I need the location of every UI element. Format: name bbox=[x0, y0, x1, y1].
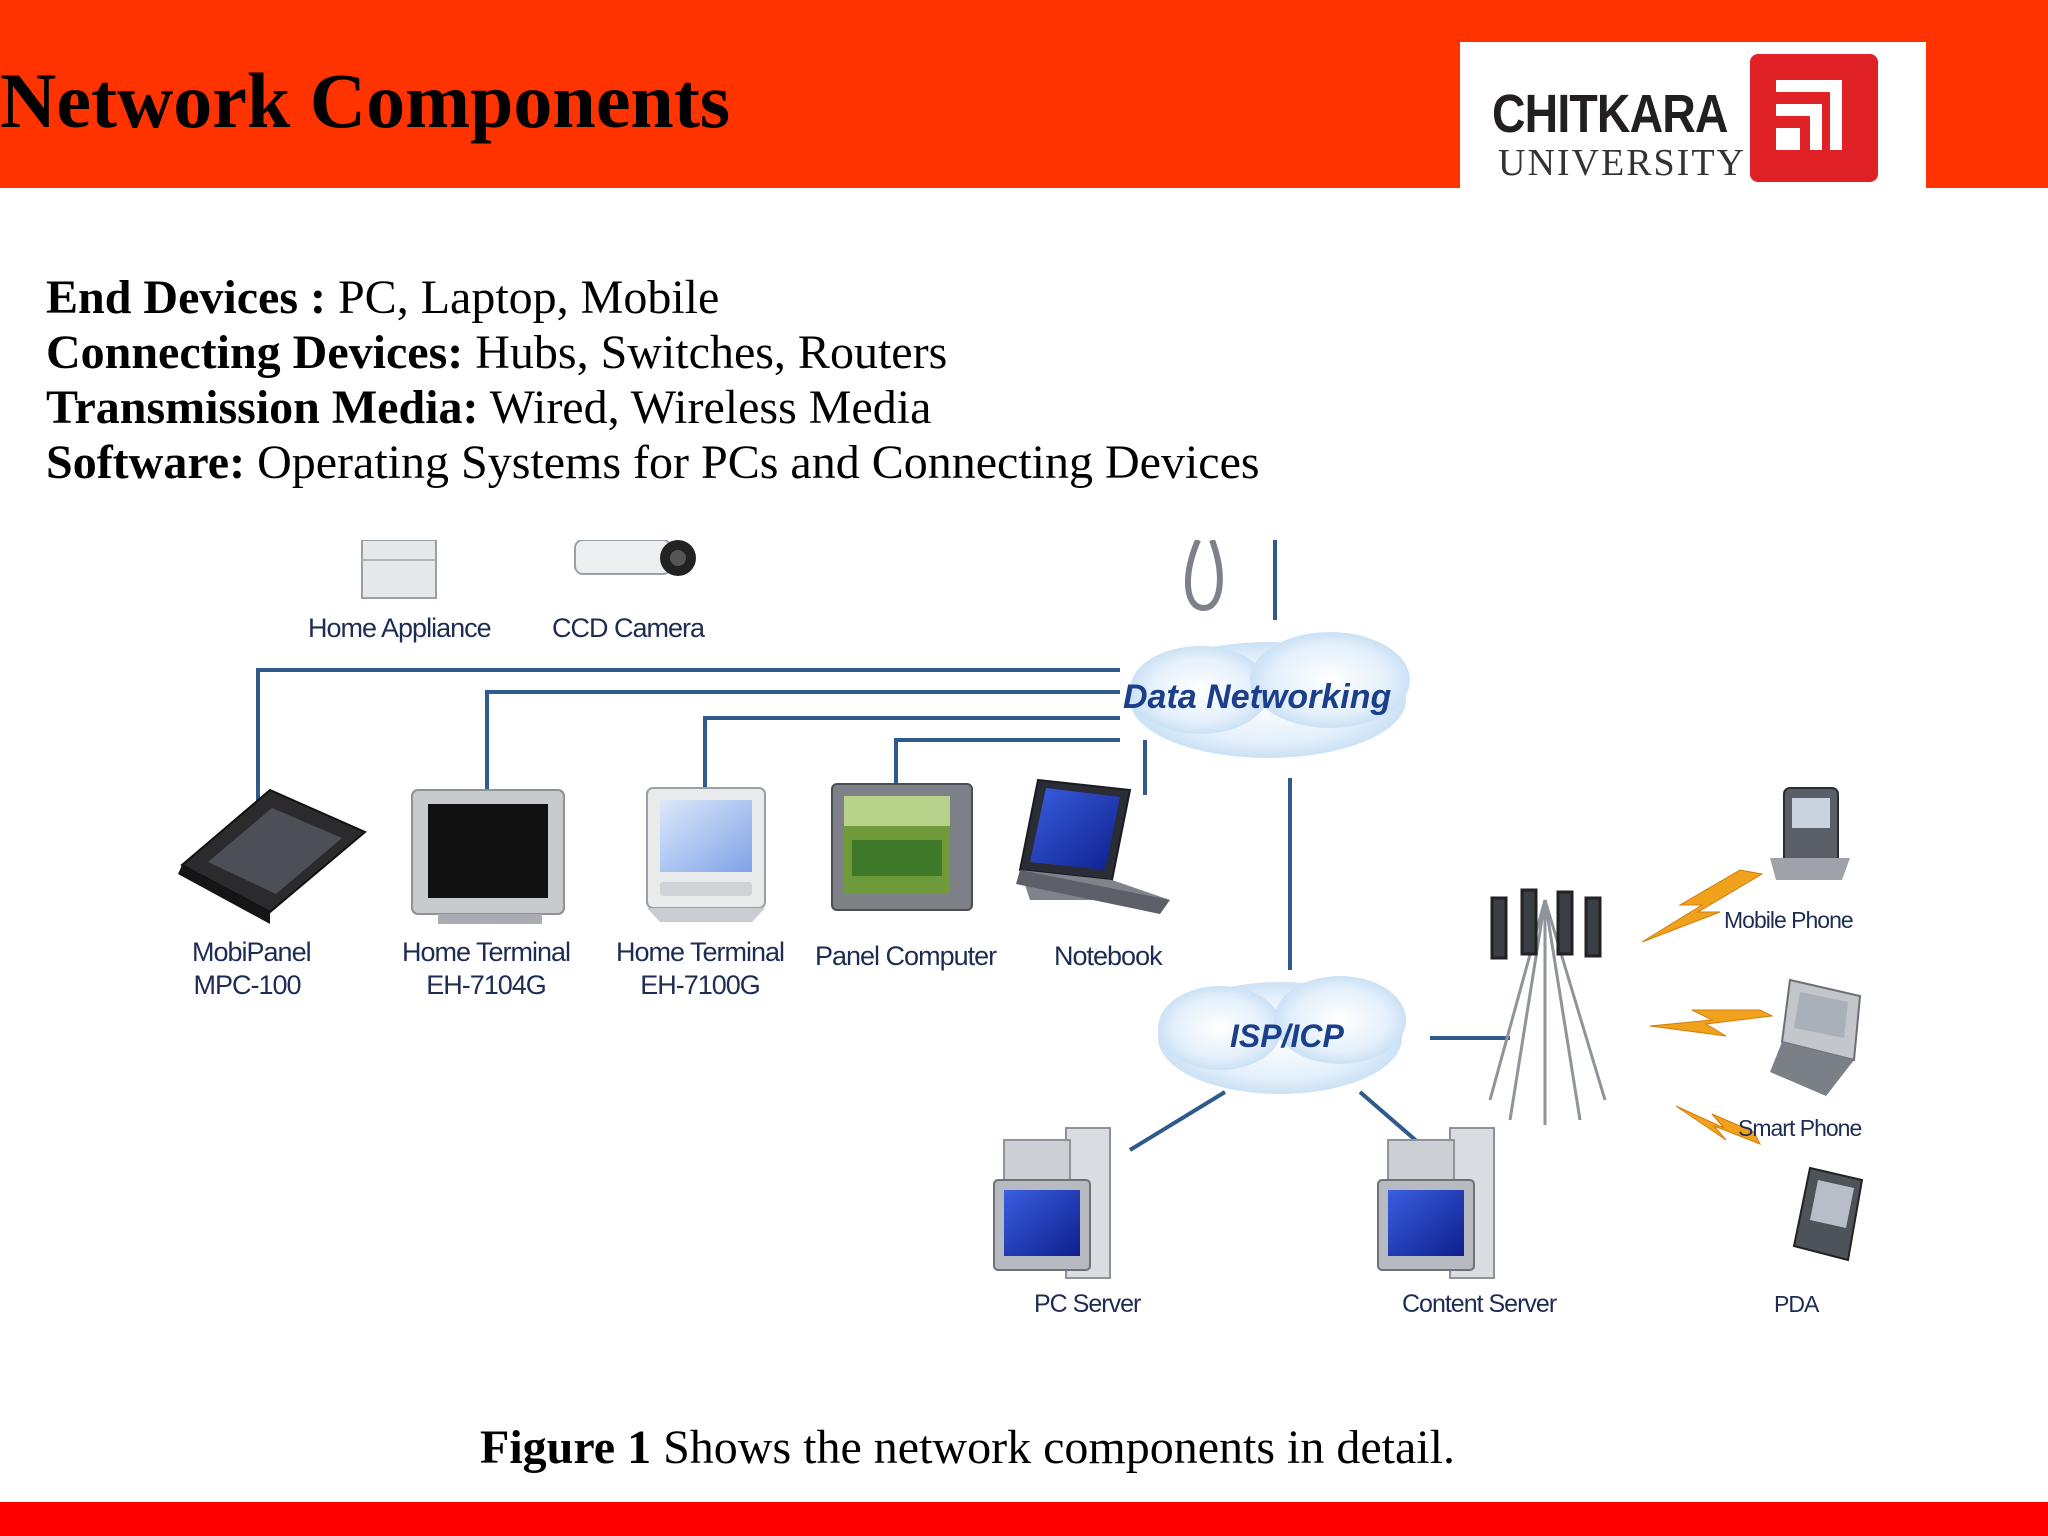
pda-icon bbox=[1792, 1166, 1864, 1262]
home-appliance-label: Home Appliance bbox=[308, 613, 492, 643]
mobile-phone-icon bbox=[1770, 787, 1850, 880]
bullet-term: Transmission Media: bbox=[46, 381, 479, 434]
pc-server-icon bbox=[993, 1127, 1111, 1279]
university-logo: CHITKARA UNIVERSITY bbox=[1460, 42, 1926, 188]
list-item-end-devices: End Devices : PC, Laptop, Mobile bbox=[46, 270, 1260, 325]
network-diagram-graphics bbox=[178, 540, 1864, 1279]
mobile-phone-label: Mobile Phone bbox=[1724, 907, 1854, 933]
bullet-term: End Devices : bbox=[46, 271, 326, 324]
antenna-tower-icon bbox=[1488, 888, 1607, 1125]
panel-computer-icon bbox=[831, 783, 973, 911]
isp-cloud bbox=[1158, 976, 1406, 1094]
bullet-text: PC, Laptop, Mobile bbox=[325, 271, 720, 324]
ccd-camera-label: CCD Camera bbox=[552, 613, 705, 643]
network-diagram: Data Networking ISP/ICP Home Appliance C… bbox=[120, 540, 1880, 1330]
smart-phone-label: Smart Phone bbox=[1738, 1115, 1862, 1141]
device-model: EH-7104G bbox=[426, 970, 547, 1000]
home-terminal-7104g-label: Home Terminal EH-7104G bbox=[396, 936, 576, 1002]
bullet-text: Wired, Wireless Media bbox=[478, 381, 932, 434]
pda-label: PDA bbox=[1774, 1291, 1819, 1317]
isp-icp-label: ISP/ICP bbox=[1230, 1018, 1344, 1054]
list-item-connecting-devices: Connecting Devices: Hubs, Switches, Rout… bbox=[46, 325, 1260, 380]
component-list: End Devices : PC, Laptop, Mobile Connect… bbox=[46, 270, 1260, 490]
panel-computer-label: Panel Computer bbox=[815, 941, 997, 971]
logo-subtitle: UNIVERSITY bbox=[1498, 142, 1746, 184]
notebook-icon bbox=[1016, 778, 1170, 914]
figure-caption: Figure 1 Shows the network components in… bbox=[0, 1420, 1935, 1476]
bullet-text: Hubs, Switches, Routers bbox=[463, 326, 948, 379]
list-item-software: Software: Operating Systems for PCs and … bbox=[46, 435, 1260, 490]
home-terminal-eh7100g-icon bbox=[646, 787, 766, 922]
logo-name: CHITKARA bbox=[1492, 84, 1728, 144]
cable-hook-icon bbox=[1185, 540, 1223, 612]
notebook-label: Notebook bbox=[1054, 941, 1163, 971]
logo-mark-icon bbox=[1750, 54, 1878, 182]
home-terminal-7100g-label: Home Terminal EH-7100G bbox=[610, 936, 790, 1002]
device-name: MobiPanel bbox=[192, 937, 312, 967]
wireless-signal-icons bbox=[1641, 869, 1774, 1145]
bullet-term: Software: bbox=[46, 436, 246, 489]
ccd-camera-icon bbox=[574, 540, 696, 576]
bullet-term: Connecting Devices: bbox=[46, 326, 464, 379]
data-networking-label: Data Networking bbox=[1123, 678, 1392, 716]
connection-lines bbox=[256, 540, 1510, 1172]
mobipanel-label: MobiPanel MPC-100 bbox=[192, 936, 312, 1002]
content-server-icon bbox=[1377, 1127, 1495, 1279]
device-name: Home Terminal bbox=[401, 937, 571, 967]
mobipanel-icon bbox=[178, 788, 367, 924]
content-server-label: Content Server bbox=[1402, 1290, 1557, 1318]
device-model: MPC-100 bbox=[193, 970, 301, 1000]
home-appliance-icon bbox=[361, 540, 437, 599]
caption-term: Figure 1 bbox=[480, 1421, 652, 1474]
home-terminal-eh7104g-icon bbox=[411, 789, 565, 924]
list-item-transmission-media: Transmission Media: Wired, Wireless Medi… bbox=[46, 380, 1260, 435]
device-model: EH-7100G bbox=[640, 970, 761, 1000]
bullet-text: Operating Systems for PCs and Connecting… bbox=[245, 436, 1260, 489]
device-name: Home Terminal bbox=[615, 937, 785, 967]
caption-text: Shows the network components in detail. bbox=[651, 1421, 1455, 1474]
smart-phone-icon bbox=[1770, 978, 1862, 1096]
data-networking-cloud bbox=[1130, 632, 1410, 758]
footer-bar bbox=[0, 1502, 2048, 1536]
slide-title: Network Components bbox=[0, 57, 731, 144]
pc-server-label: PC Server bbox=[1034, 1290, 1141, 1318]
